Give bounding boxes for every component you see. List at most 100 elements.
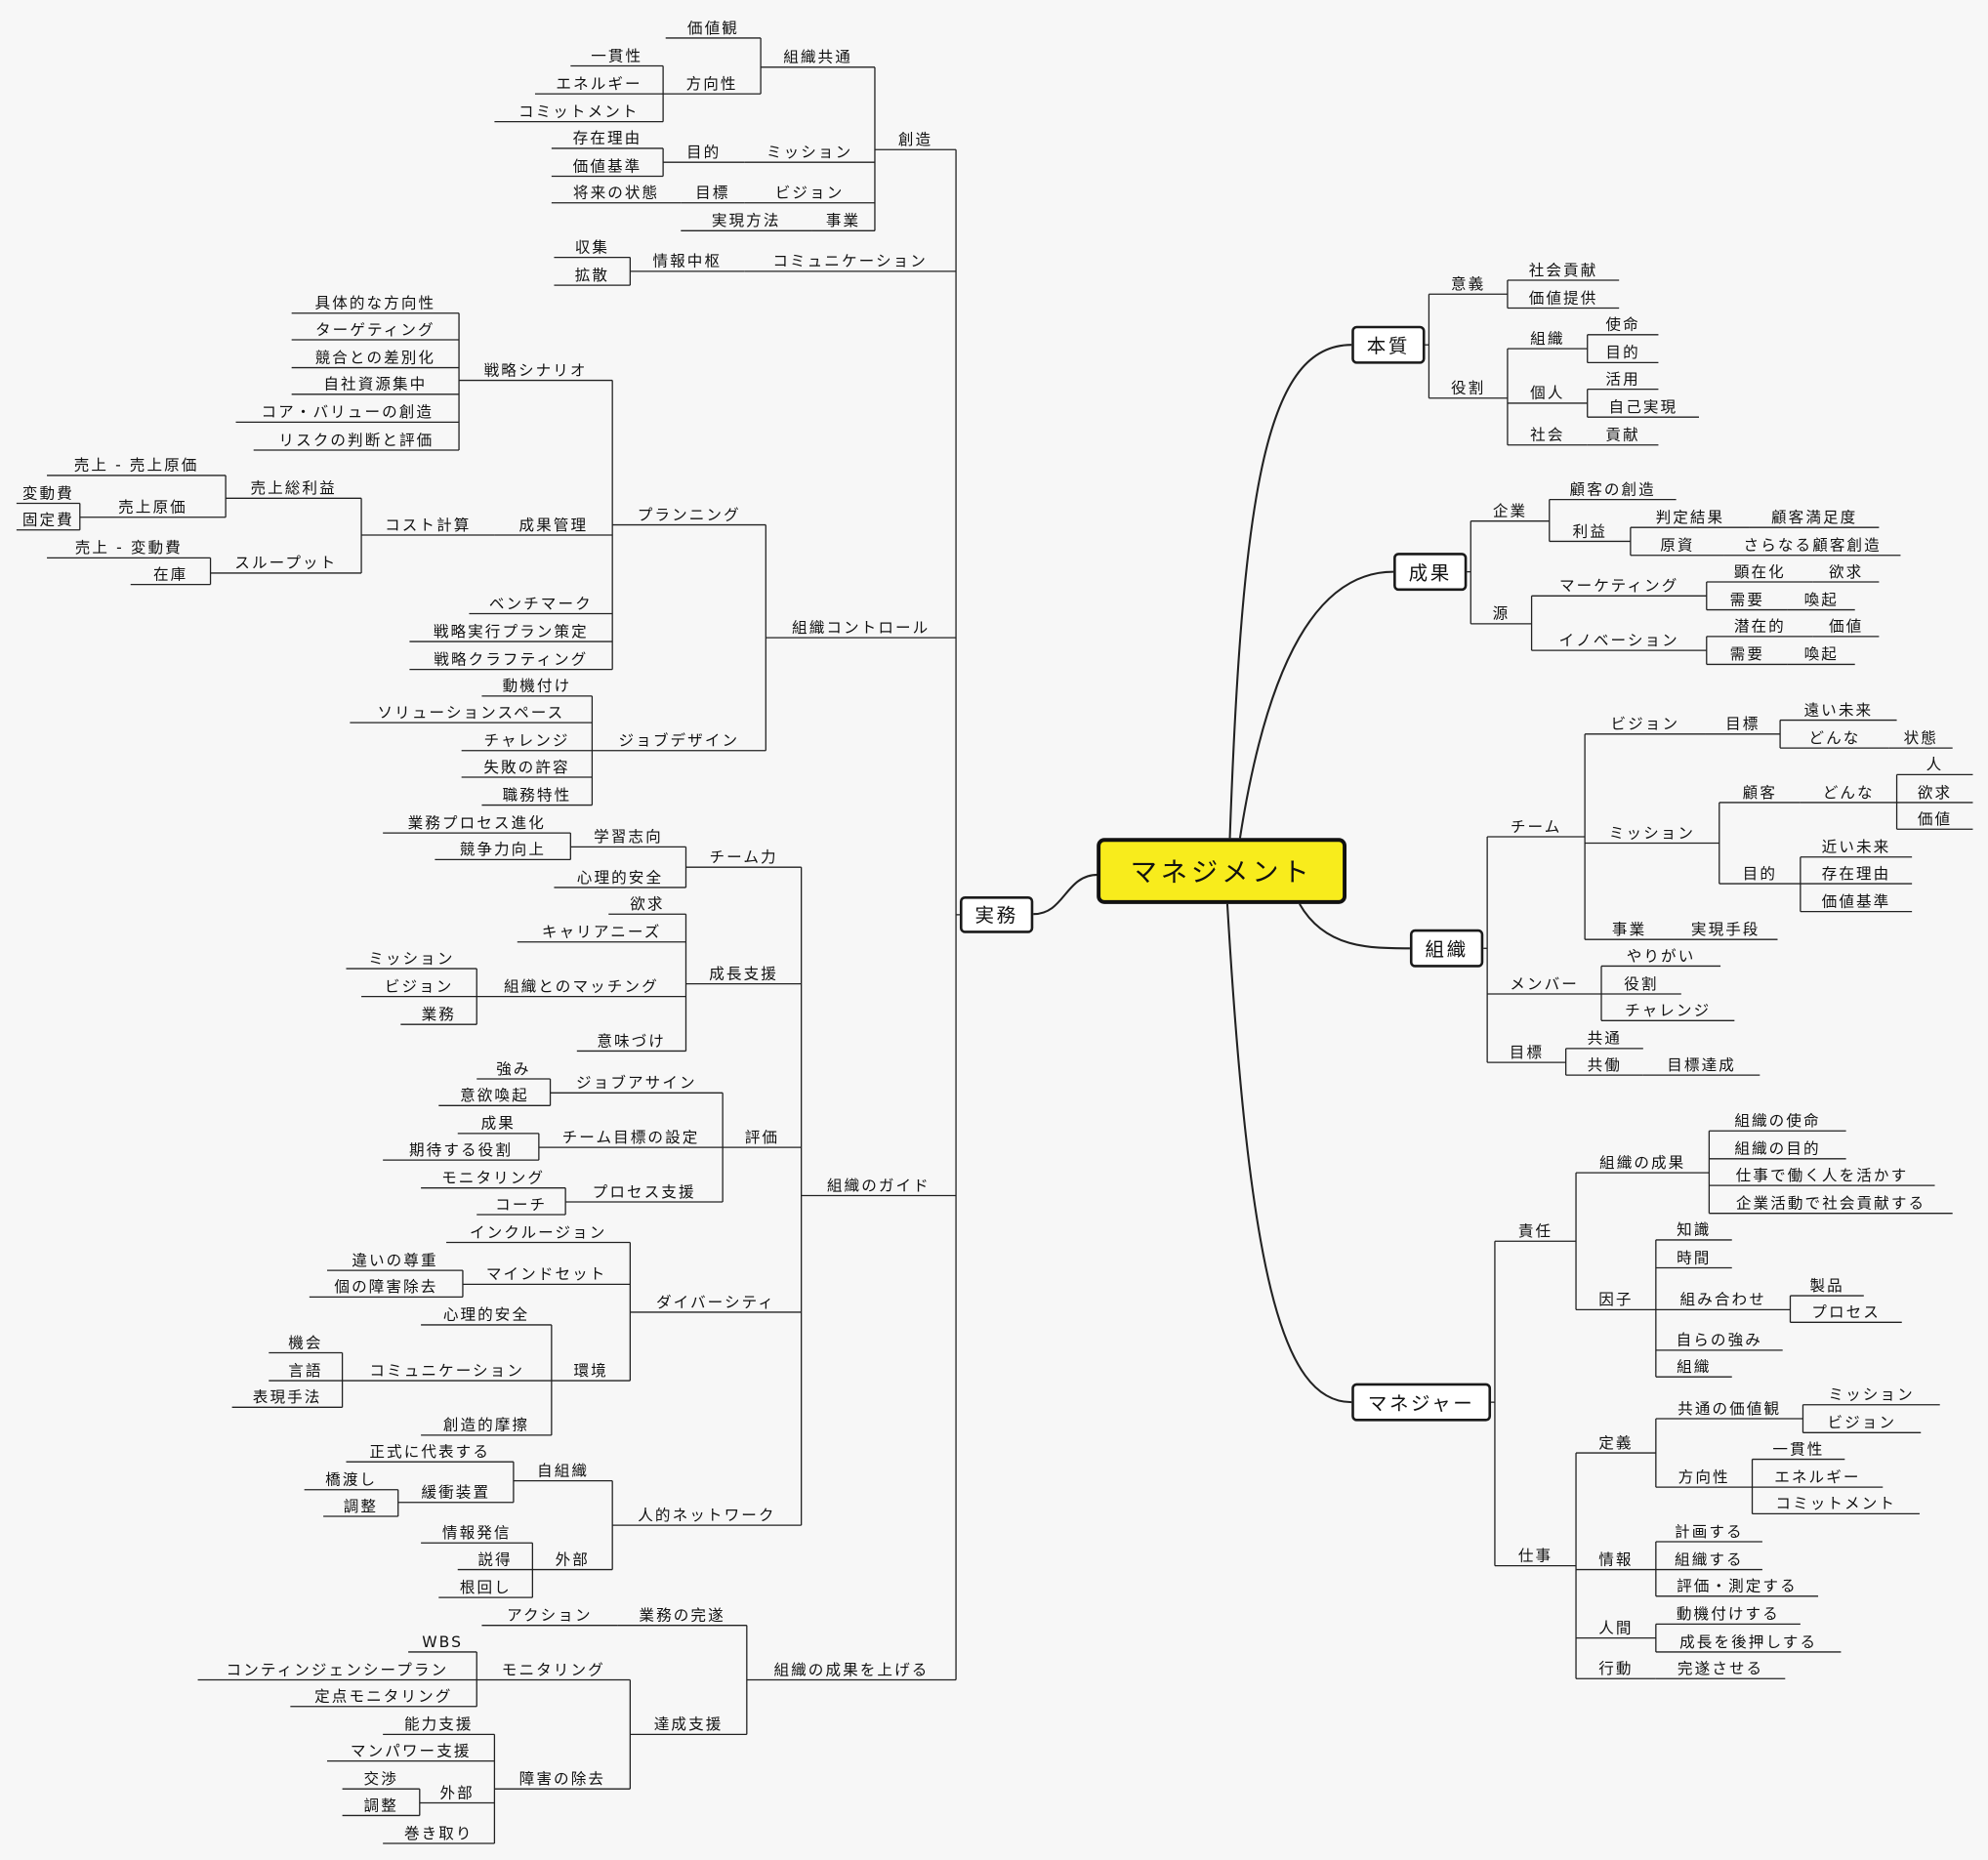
topic-label[interactable]: 評価 [744, 1128, 780, 1146]
topic-label[interactable]: モニタリング [501, 1661, 605, 1679]
topic-label[interactable]: さらなる顧客創造 [1743, 536, 1882, 555]
topic-label[interactable]: ダイバーシティ [655, 1293, 776, 1311]
topic-label[interactable]: コスト計算 [385, 516, 472, 534]
topic-label[interactable]: 売上 - 変動費 [74, 538, 183, 558]
topic-label[interactable]: WBS [422, 1633, 464, 1651]
topic-label[interactable]: 仕事 [1517, 1547, 1553, 1565]
topic-label[interactable]: 共通 [1587, 1029, 1622, 1048]
topic-label[interactable]: 存在理由 [572, 129, 642, 147]
topic-label[interactable]: 成長を後押しする [1679, 1633, 1818, 1651]
topic-label[interactable]: 根回し [459, 1578, 512, 1596]
topic-label[interactable]: 人的ネットワーク [638, 1506, 776, 1524]
topic-label[interactable]: 貢献 [1605, 426, 1640, 444]
topic-label[interactable]: 利益 [1572, 521, 1607, 541]
topic-label[interactable]: 共通の価値観 [1677, 1399, 1782, 1418]
topic-label[interactable]: 緩衝装置 [421, 1483, 491, 1502]
topic-label[interactable]: 意欲喚起 [460, 1086, 529, 1104]
topic-label[interactable]: 価値基準 [572, 157, 642, 176]
topic-label[interactable]: ミッション [766, 143, 853, 161]
topic-label[interactable]: 外部 [439, 1783, 475, 1802]
topic-label[interactable]: 障害の除去 [518, 1769, 606, 1788]
topic-label[interactable]: ターゲティング [315, 320, 435, 339]
topic-label[interactable]: 組織コントロール [792, 618, 931, 637]
topic-label[interactable]: 失敗の許容 [483, 758, 570, 776]
topic-label[interactable]: コンティンジェンシープラン [226, 1661, 449, 1679]
topic-label[interactable]: 価値 [1828, 617, 1864, 636]
topic-label[interactable]: 自社資源集中 [323, 375, 428, 393]
topic-label[interactable]: 顧客の創造 [1569, 480, 1656, 499]
topic-label[interactable]: チーム [1510, 817, 1562, 836]
topic-label[interactable]: 言語 [288, 1361, 323, 1380]
topic-label[interactable]: 組織共通 [783, 48, 852, 66]
topic-label[interactable]: 目標達成 [1667, 1055, 1736, 1074]
topic-label[interactable]: 売上総利益 [250, 478, 337, 498]
topic-label[interactable]: チーム目標の設定 [561, 1128, 700, 1146]
topic-label[interactable]: 一貫性 [591, 47, 643, 65]
topic-label[interactable]: 価値 [1917, 809, 1953, 828]
topic-label[interactable]: 目標 [695, 184, 730, 202]
topic-label[interactable]: 顧客満足度 [1770, 508, 1858, 526]
topic-label[interactable]: 戦略シナリオ [483, 361, 588, 380]
topic-label[interactable]: 創造 [897, 130, 933, 148]
topic-label[interactable]: ビジョン [384, 977, 454, 996]
topic-label[interactable]: 目的 [686, 143, 722, 161]
topic-label[interactable]: 計画する [1675, 1522, 1744, 1541]
topic-label[interactable]: 評価・測定する [1677, 1577, 1798, 1595]
topic-label[interactable]: 成果管理 [518, 516, 589, 534]
topic-label[interactable]: コミットメント [518, 103, 640, 121]
topic-label[interactable]: 人間 [1598, 1619, 1634, 1637]
topic-label[interactable]: 説得 [477, 1550, 513, 1569]
topic-label[interactable]: コーチ [495, 1195, 548, 1214]
topic-label[interactable]: 情報中枢 [652, 252, 723, 270]
topic-label[interactable]: 社会 [1530, 426, 1565, 444]
topic-label[interactable]: 正式に代表する [369, 1442, 491, 1461]
topic-label[interactable]: 事業 [1611, 920, 1647, 938]
topic-label[interactable]: 組み合わせ [1679, 1290, 1766, 1309]
topic-label[interactable]: 役割 [1624, 974, 1659, 993]
topic-label[interactable]: 個の障害除去 [334, 1277, 438, 1297]
topic-label[interactable]: マインドセット [485, 1264, 607, 1284]
topic-label[interactable]: 将来の状態 [572, 184, 660, 202]
topic-label[interactable]: 因子 [1598, 1290, 1634, 1309]
topic-label[interactable]: どんな [1808, 728, 1861, 747]
topic-label[interactable]: 状態 [1903, 728, 1938, 747]
topic-label[interactable]: 目標 [1725, 715, 1760, 733]
main-topic[interactable]: 組織 [1409, 929, 1484, 968]
topic-label[interactable]: 調整 [363, 1796, 398, 1815]
topic-label[interactable]: 機会 [288, 1334, 323, 1352]
topic-label[interactable]: 原資 [1660, 536, 1695, 555]
topic-label[interactable]: 意義 [1451, 274, 1486, 293]
topic-label[interactable]: 変動費 [21, 484, 74, 503]
topic-label[interactable]: 個人 [1530, 384, 1565, 402]
topic-label[interactable]: 欲求 [1828, 562, 1864, 581]
topic-label[interactable]: 喚起 [1803, 591, 1839, 609]
topic-label[interactable]: 仕事で働く人を活かす [1735, 1166, 1909, 1184]
topic-label[interactable]: 人 [1926, 755, 1944, 774]
topic-label[interactable]: 業務の完遂 [639, 1606, 725, 1625]
topic-label[interactable]: 顕在化 [1733, 562, 1786, 581]
topic-label[interactable]: 強み [496, 1059, 531, 1078]
topic-label[interactable]: 活用 [1605, 370, 1640, 389]
topic-label[interactable]: 方向性 [685, 74, 738, 93]
topic-label[interactable]: コミュニケーション [772, 252, 928, 270]
topic-label[interactable]: 創造的摩擦 [442, 1416, 530, 1434]
topic-label[interactable]: ビジョン [774, 184, 845, 202]
topic-label[interactable]: 戦略クラフティング [434, 650, 589, 669]
topic-label[interactable]: ソリューションスペース [377, 703, 565, 722]
topic-label[interactable]: 役割 [1451, 379, 1486, 397]
topic-label[interactable]: 組織 [1530, 329, 1565, 348]
topic-label[interactable]: 企業活動で社会貢献する [1735, 1194, 1926, 1213]
topic-label[interactable]: 時間 [1677, 1249, 1712, 1267]
topic-label[interactable]: 自己実現 [1608, 397, 1678, 416]
topic-label[interactable]: 顧客 [1742, 783, 1777, 802]
topic-label[interactable]: 職務特性 [502, 786, 572, 805]
topic-label[interactable]: 期待する役割 [409, 1140, 513, 1159]
topic-label[interactable]: 動機付け [502, 677, 572, 695]
topic-label[interactable]: 組織する [1675, 1550, 1744, 1569]
topic-label[interactable]: 潜在的 [1733, 617, 1786, 636]
topic-label[interactable]: 在庫 [152, 565, 188, 584]
topic-label[interactable]: 共働 [1587, 1055, 1622, 1074]
topic-label[interactable]: 橋渡し [325, 1470, 378, 1489]
topic-label[interactable]: 交渉 [363, 1769, 398, 1788]
main-topic[interactable]: 成果 [1393, 553, 1468, 592]
